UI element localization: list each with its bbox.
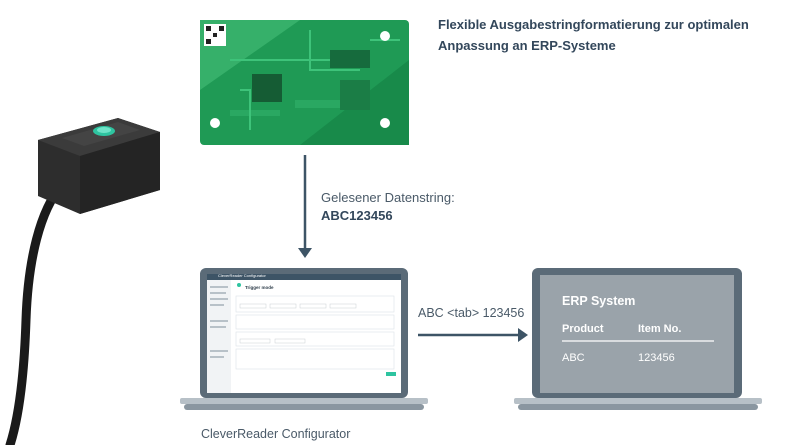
configurator-caption: CleverReader Configurator	[201, 427, 351, 441]
diagram-title: Flexible Ausgabestringformatierung zur o…	[438, 17, 749, 53]
data-string-label: Gelesener Datenstring:	[321, 190, 455, 205]
data-string-value: ABC123456	[321, 208, 393, 223]
erp-laptop	[514, 268, 762, 410]
down-arrow-icon	[298, 155, 312, 258]
configurator-app-heading: Trigger mode	[245, 285, 274, 290]
erp-cell-product: ABC	[562, 352, 585, 364]
barcode-reader-device	[5, 118, 160, 445]
configurator-laptop	[180, 268, 428, 410]
erp-header-product: Product	[562, 323, 604, 335]
configurator-app-title: CleverReader Configurator	[218, 273, 266, 278]
erp-screen-title: ERP System	[562, 294, 636, 308]
erp-header-item-no: Item No.	[638, 323, 682, 335]
pcb-board-image	[200, 20, 409, 145]
right-arrow-icon	[418, 328, 528, 342]
erp-cell-item-no: 123456	[638, 352, 675, 364]
tab-output-string: ABC <tab> 123456	[418, 306, 525, 320]
